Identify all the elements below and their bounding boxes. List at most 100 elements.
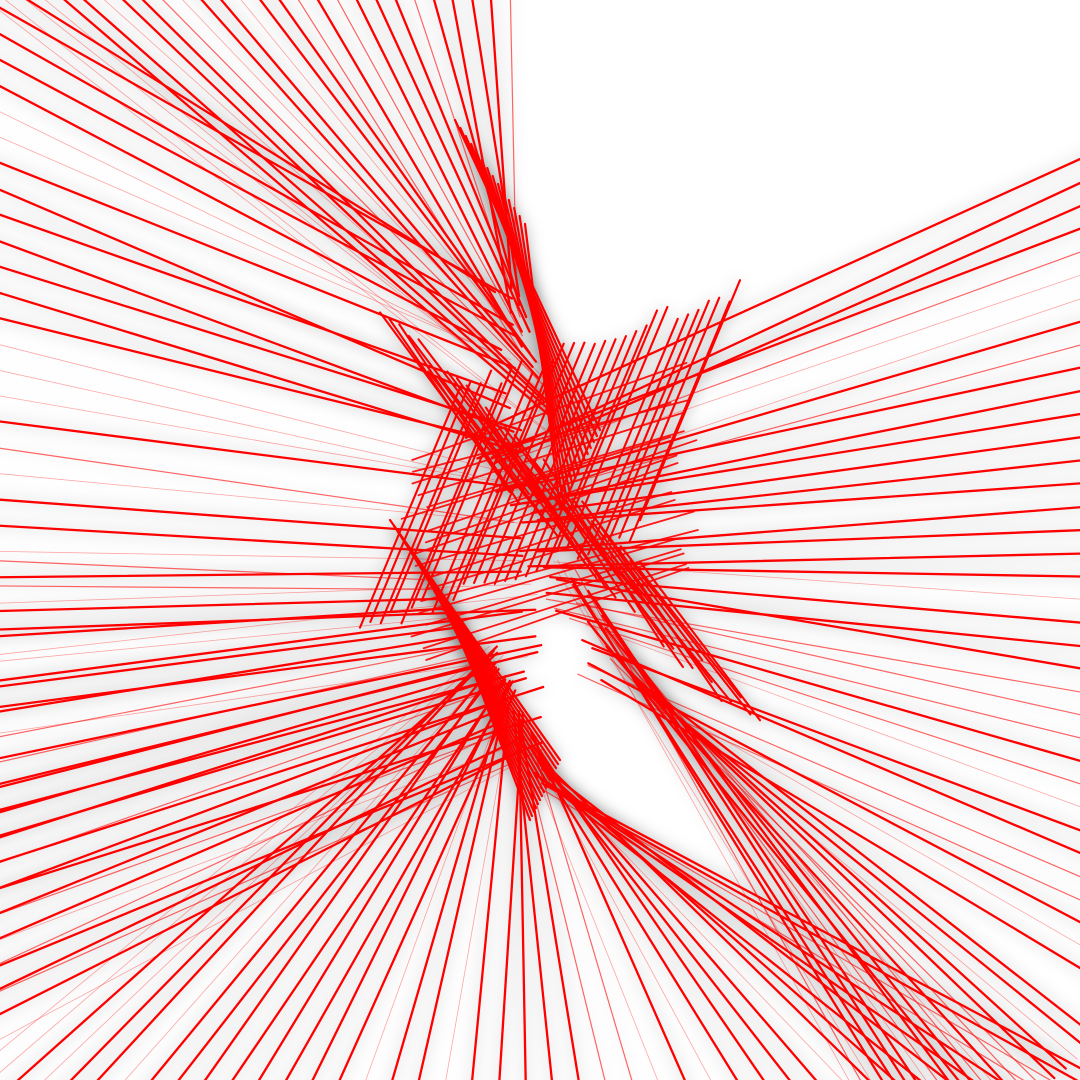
red-line <box>0 395 523 487</box>
red-line <box>379 382 482 625</box>
red-line <box>258 0 537 363</box>
red-line <box>571 497 694 670</box>
red-line <box>0 607 449 638</box>
red-line <box>521 729 712 1080</box>
red-line <box>44 0 554 418</box>
red-line <box>555 309 659 552</box>
red-line <box>0 265 523 432</box>
red-line <box>508 344 1080 501</box>
red-line <box>278 0 531 355</box>
red-line <box>44 654 493 1080</box>
red-line <box>509 412 1080 507</box>
red-line <box>452 358 555 602</box>
red-line <box>411 401 672 485</box>
red-line <box>518 506 1080 553</box>
red-line <box>448 608 532 822</box>
red-line <box>240 0 539 364</box>
red-line <box>96 649 495 1080</box>
red-line <box>628 300 731 543</box>
red-line <box>465 384 588 567</box>
red-line <box>412 462 679 556</box>
red-line <box>612 633 982 1080</box>
red-line <box>622 664 1056 1080</box>
red-line <box>471 706 510 1080</box>
red-line <box>538 775 1001 1080</box>
red-line <box>528 744 739 1080</box>
red-line <box>316 0 524 348</box>
red-line <box>0 32 514 326</box>
red-line <box>451 0 513 314</box>
red-line <box>597 308 700 551</box>
red-line <box>0 749 523 1016</box>
red-line <box>390 369 493 612</box>
red-line <box>394 0 528 319</box>
red-line <box>561 495 685 669</box>
red-line <box>431 371 534 614</box>
red-line <box>0 498 522 540</box>
red-line <box>0 570 522 579</box>
red-line <box>610 658 1037 1080</box>
red-line <box>25 0 497 294</box>
red-line <box>427 370 550 526</box>
red-line <box>284 680 514 1080</box>
red-line <box>0 720 503 940</box>
red-line <box>200 0 540 379</box>
red-line <box>501 251 1080 464</box>
red-line <box>554 607 1080 739</box>
red-line <box>427 439 698 532</box>
red-line <box>219 0 534 369</box>
red-line <box>388 318 511 494</box>
red-line <box>629 560 752 716</box>
red-line <box>476 227 1080 460</box>
red-line <box>0 84 503 351</box>
red-line <box>0 370 514 485</box>
red-line <box>400 436 672 520</box>
red-line <box>541 782 1079 1080</box>
red-line <box>25 0 564 423</box>
red-line <box>355 0 523 333</box>
red-line <box>338 689 517 1080</box>
red-line <box>601 614 950 1080</box>
red-line <box>69 645 498 1080</box>
red-line <box>203 666 498 1080</box>
red-line <box>0 111 500 357</box>
red-line <box>566 305 669 548</box>
red-line <box>638 279 742 522</box>
red-line <box>605 645 1004 1080</box>
red-line <box>0 646 496 1073</box>
red-line <box>0 447 514 523</box>
red-line <box>0 723 530 915</box>
red-line <box>4 0 552 435</box>
red-line <box>587 313 690 556</box>
red-line <box>0 635 460 713</box>
red-line <box>545 598 1080 693</box>
red-line <box>124 654 504 1080</box>
red-line <box>0 10 562 443</box>
red-line <box>103 0 557 406</box>
red-line <box>0 317 513 446</box>
red-line <box>0 473 518 524</box>
red-line <box>424 454 678 544</box>
red-line <box>424 510 695 591</box>
red-line <box>410 366 513 609</box>
red-line <box>445 698 514 1080</box>
red-line <box>257 675 507 1080</box>
red-line <box>141 0 550 404</box>
red-line <box>391 692 507 1080</box>
red-line <box>0 645 469 738</box>
red-line <box>0 685 545 863</box>
red-line <box>0 560 435 581</box>
red-line <box>358 386 462 629</box>
red-line <box>0 645 490 1051</box>
red-line <box>414 491 673 567</box>
red-line <box>496 366 1080 493</box>
red-line <box>0 585 433 591</box>
red-line <box>0 617 446 662</box>
red-line <box>0 655 474 763</box>
red-line <box>427 499 676 579</box>
red-line <box>0 748 543 992</box>
red-line <box>432 0 521 307</box>
red-line <box>0 741 543 967</box>
